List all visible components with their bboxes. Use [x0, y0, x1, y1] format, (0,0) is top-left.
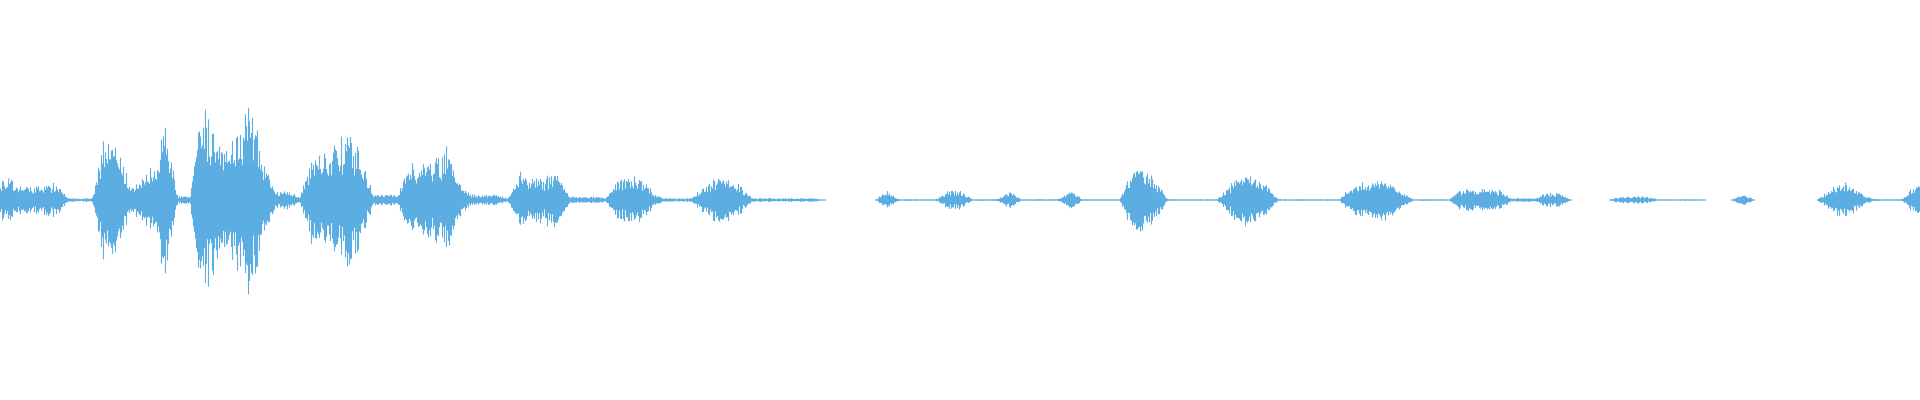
- waveform-samples: [0, 107, 1920, 295]
